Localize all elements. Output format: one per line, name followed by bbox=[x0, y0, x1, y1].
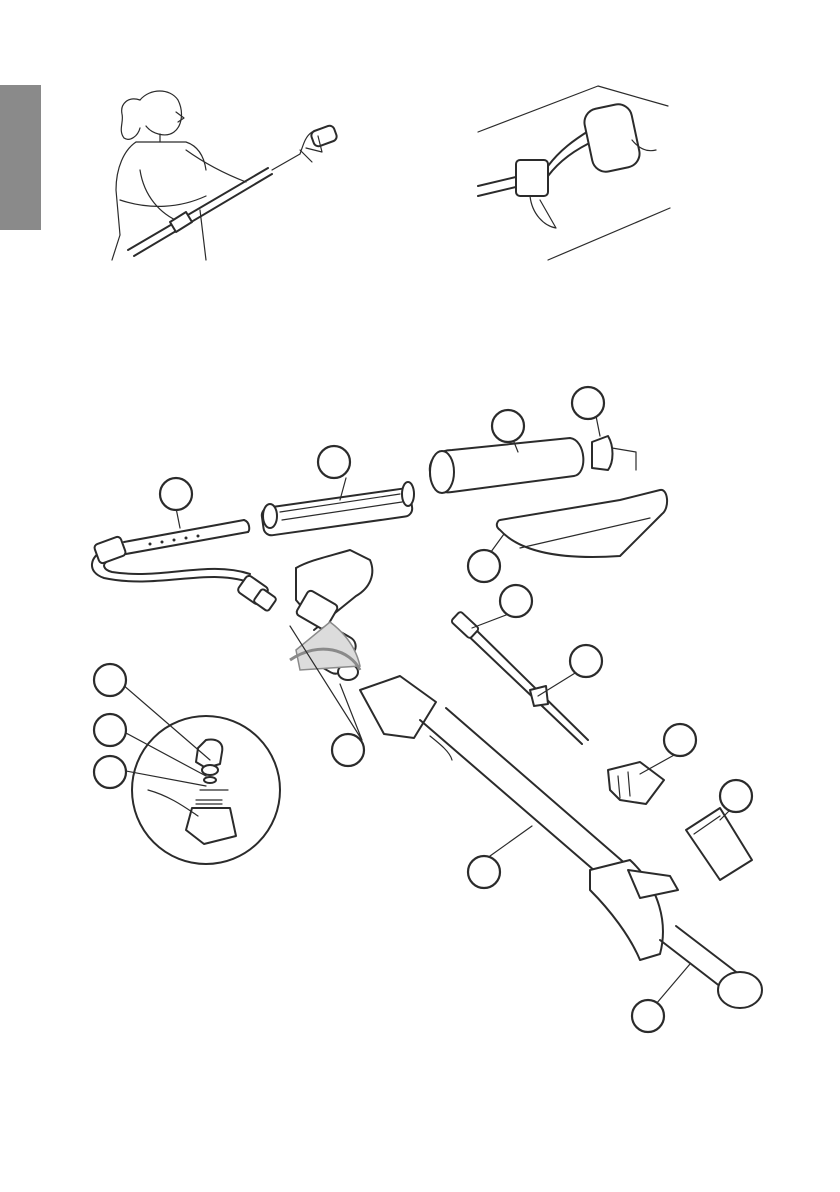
callout-part-1 bbox=[160, 478, 192, 510]
callout-part-5 bbox=[468, 550, 500, 582]
parts-diagram bbox=[92, 416, 762, 1008]
illustration-person-using-paint-roller bbox=[112, 91, 338, 260]
callout-part-7 bbox=[570, 645, 602, 677]
callout-part-10 bbox=[468, 856, 500, 888]
callout-part-3 bbox=[492, 410, 524, 442]
callout-part-4 bbox=[572, 387, 604, 419]
callout-part-2 bbox=[318, 446, 350, 478]
illustration-roller-on-surface bbox=[478, 86, 670, 260]
callout-part-8 bbox=[664, 724, 696, 756]
callout-part-12 bbox=[632, 1000, 664, 1032]
callout-part-6 bbox=[500, 585, 532, 617]
callout-part-15 bbox=[94, 756, 126, 788]
callout-part-11 bbox=[332, 734, 364, 766]
callout-part-13 bbox=[94, 664, 126, 696]
callout-part-9 bbox=[720, 780, 752, 812]
callout-part-14 bbox=[94, 714, 126, 746]
